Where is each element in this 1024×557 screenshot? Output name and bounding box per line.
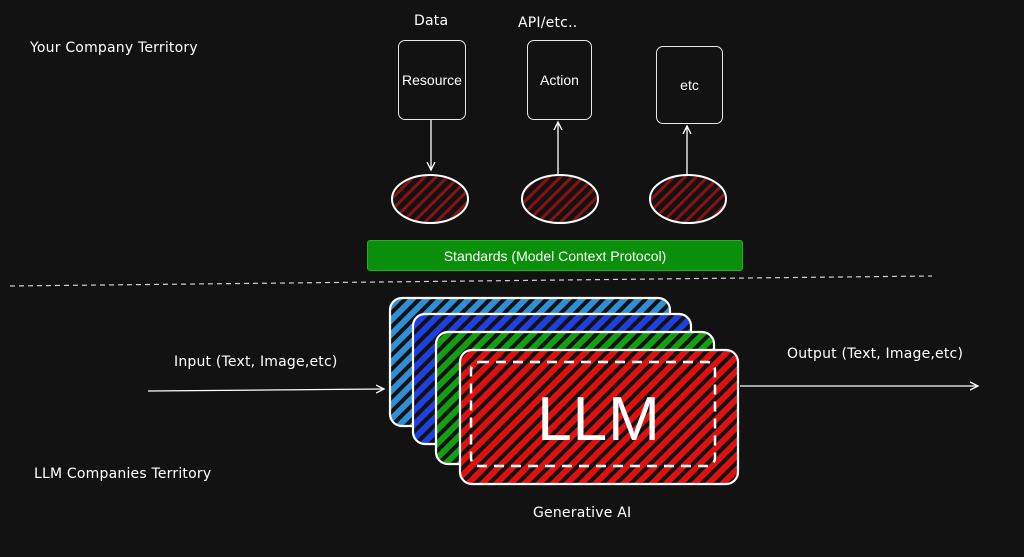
etc-box-label: etc: [680, 77, 699, 93]
etc-box: etc: [656, 46, 723, 124]
resource-connector: [391, 174, 469, 224]
action-box: Action: [527, 40, 592, 120]
data-label: Data: [414, 13, 449, 29]
etc-connector: [649, 174, 727, 224]
company-territory-label: Your Company Territory: [30, 40, 198, 56]
action-connector: [521, 174, 599, 224]
input-label: Input (Text, Image,etc): [174, 354, 338, 370]
llm-layer-4: [458, 348, 740, 486]
output-label: Output (Text, Image,etc): [787, 346, 964, 362]
resource-box-label: Resource: [402, 72, 462, 88]
territory-divider: [9, 275, 933, 287]
api-label: API/etc..: [518, 15, 578, 31]
generative-ai-caption: Generative AI: [533, 505, 632, 521]
input-arrow: [147, 389, 384, 391]
llm-territory-label: LLM Companies Territory: [34, 466, 212, 482]
standards-label: Standards (Model Context Protocol): [443, 247, 667, 264]
resource-box: Resource: [398, 40, 466, 120]
llm-label: LLM: [537, 384, 661, 454]
standards-bar: Standards (Model Context Protocol): [367, 240, 743, 271]
action-box-label: Action: [540, 72, 579, 88]
